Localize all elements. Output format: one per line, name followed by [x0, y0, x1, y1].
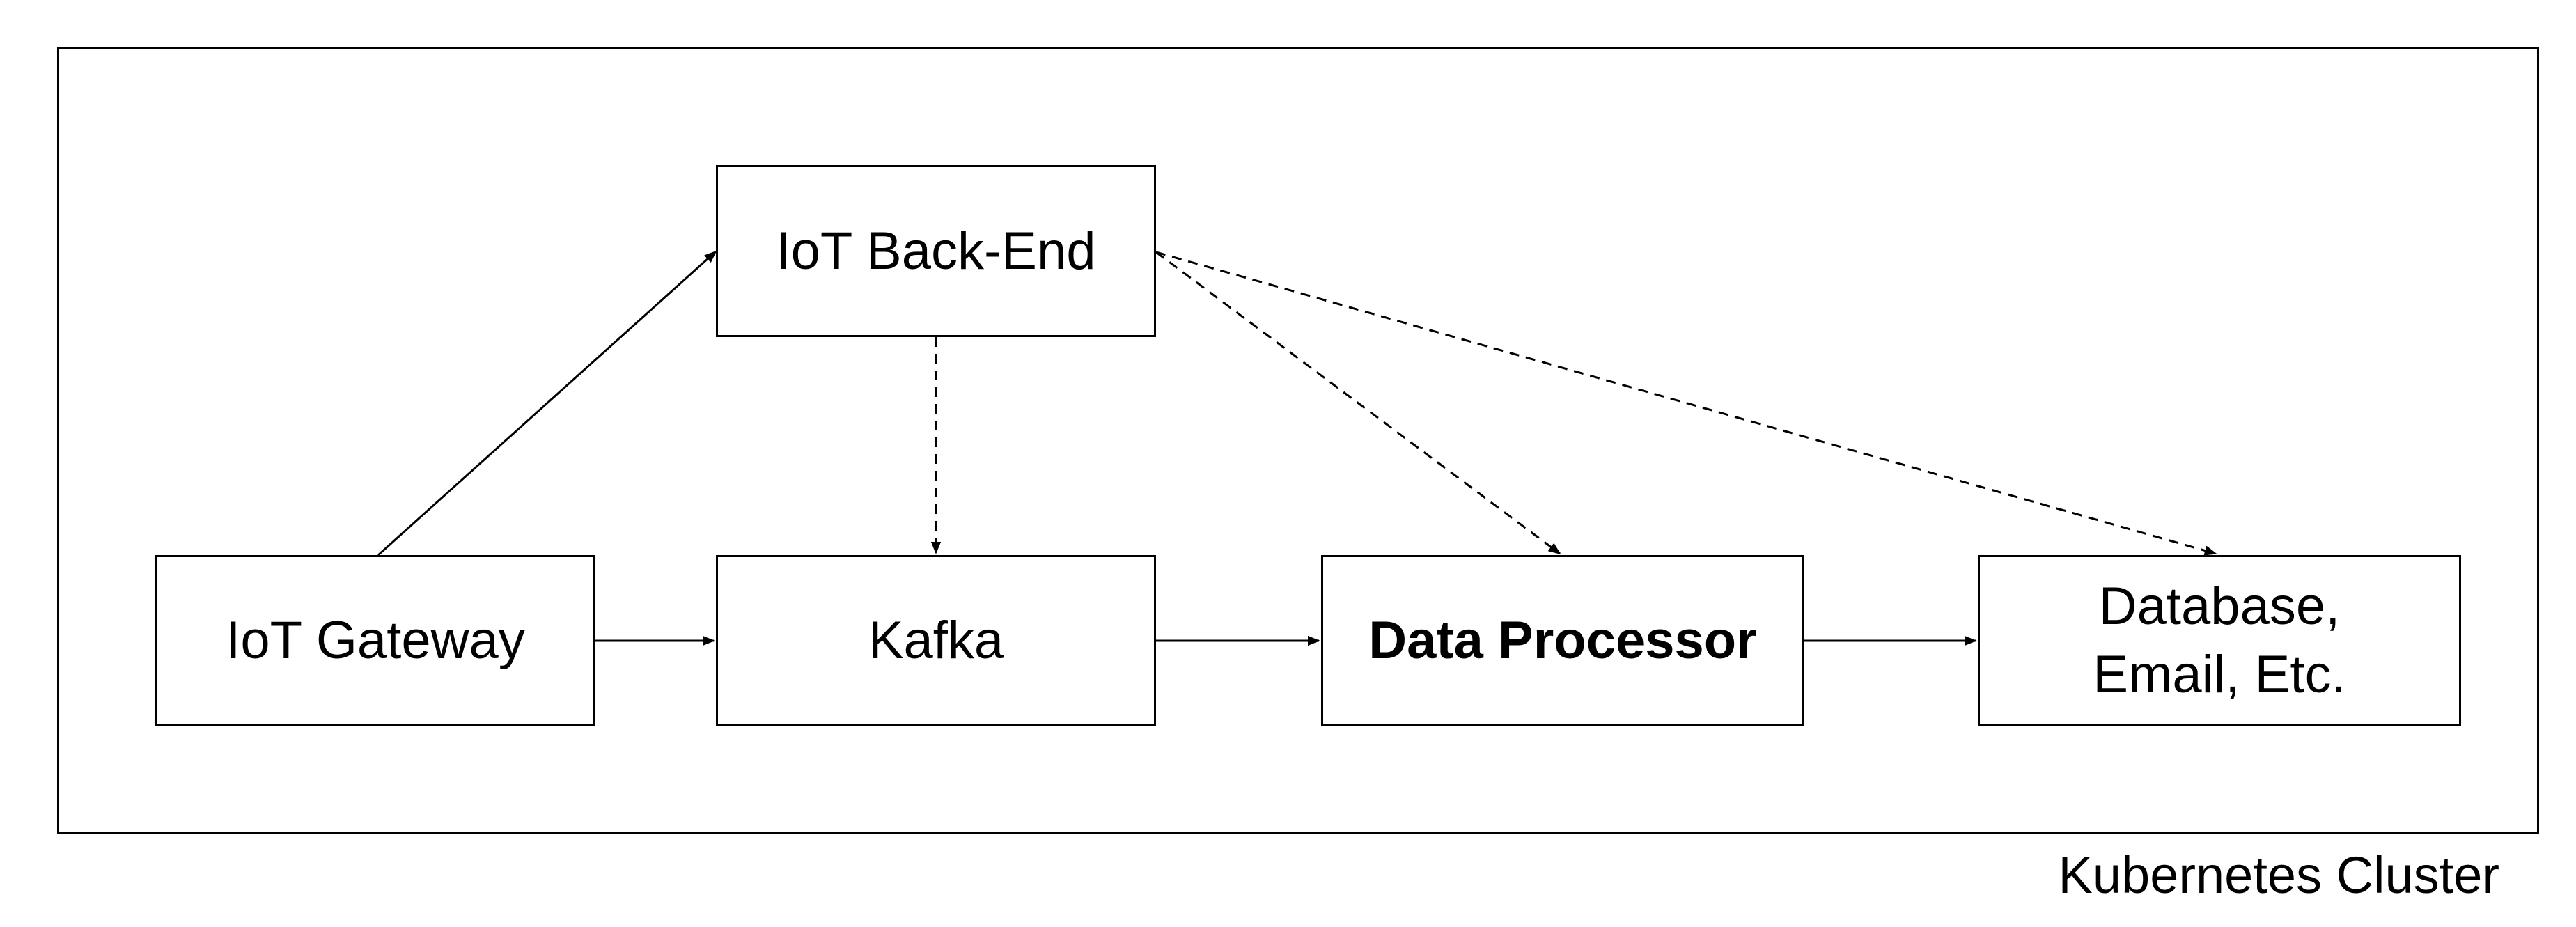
node-data-processor-label: Data Processor	[1368, 610, 1757, 670]
kubernetes-cluster-boundary	[57, 47, 2539, 834]
node-kafka: Kafka	[716, 555, 1156, 726]
node-iot-backend-label: IoT Back-End	[776, 221, 1096, 281]
node-database: Database, Email, Etc.	[1978, 555, 2461, 726]
edge-backend-to-database	[1155, 251, 2217, 556]
node-iot-gateway: IoT Gateway	[155, 555, 595, 726]
node-kafka-label: Kafka	[868, 610, 1004, 670]
cluster-label: Kubernetes Cluster	[2058, 846, 2499, 904]
node-data-processor: Data Processor	[1321, 555, 1804, 726]
node-database-label: Database, Email, Etc.	[2093, 577, 2346, 704]
node-iot-backend: IoT Back-End	[716, 165, 1156, 337]
edge-gateway-to-backend	[377, 250, 717, 556]
edge-backend-to-data-processor	[1155, 251, 1561, 555]
node-iot-gateway-label: IoT Gateway	[226, 610, 525, 670]
